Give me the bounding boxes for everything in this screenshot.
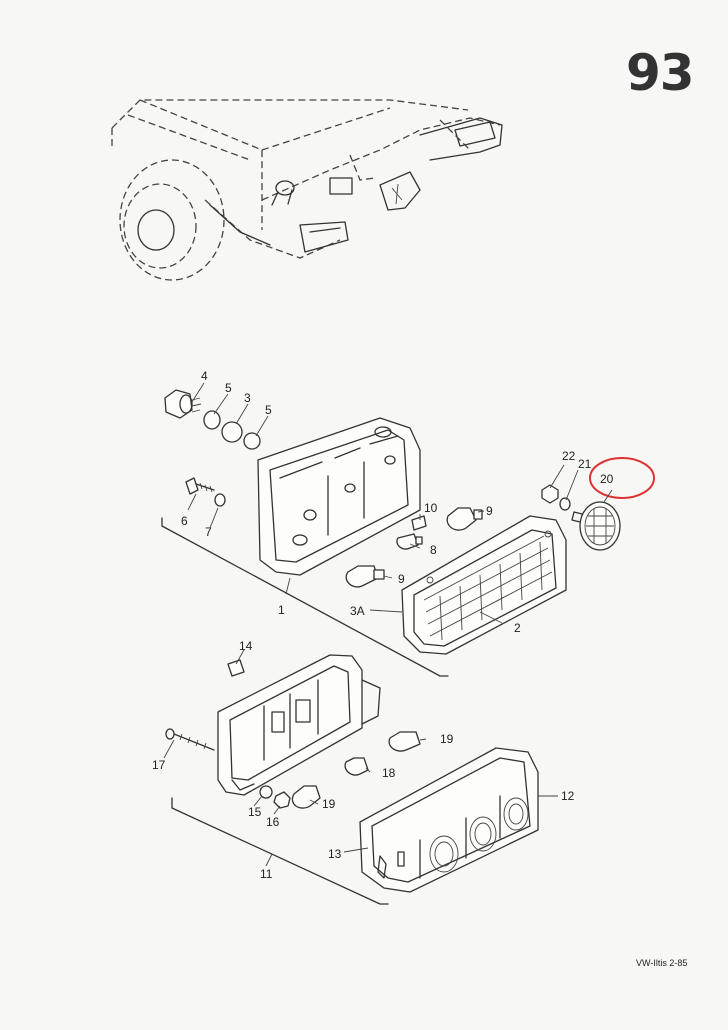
label-21: 21 xyxy=(578,457,592,471)
washer xyxy=(203,410,261,450)
grommet-cap xyxy=(221,421,243,443)
bulb xyxy=(345,507,483,588)
screw-long xyxy=(165,728,215,751)
label-11: 11 xyxy=(260,867,273,881)
screw xyxy=(185,477,215,495)
label-5: 5 xyxy=(225,381,232,395)
bushing xyxy=(227,659,245,677)
label-17: 17 xyxy=(152,758,166,772)
page-number: 93 xyxy=(626,44,695,102)
label-4: 4 xyxy=(201,369,208,383)
label-19: 19 xyxy=(322,797,336,811)
label-8: 8 xyxy=(430,543,437,557)
label-10: 10 xyxy=(424,501,438,515)
bulb xyxy=(291,731,421,809)
highlight-circle xyxy=(589,457,655,499)
label-6: 6 xyxy=(181,514,188,528)
label-7: 7 xyxy=(205,525,212,539)
leader-lines xyxy=(163,382,613,867)
hex-nut xyxy=(273,791,291,809)
label-9: 9 xyxy=(486,504,493,518)
label-14: 14 xyxy=(239,639,253,653)
label-20: 20 xyxy=(600,472,614,486)
label-22: 22 xyxy=(562,449,576,463)
label-15: 15 xyxy=(248,805,262,819)
lock-washer xyxy=(214,493,226,507)
hex-nut xyxy=(541,484,559,504)
upper-assembly-bracket xyxy=(161,517,449,677)
label-16: 16 xyxy=(266,815,280,829)
taillight-housing xyxy=(257,417,421,576)
label-9: 9 xyxy=(398,572,405,586)
label-2: 2 xyxy=(514,621,521,635)
reflector xyxy=(571,501,621,551)
footer-reference: VW-Iltis 2-85 xyxy=(636,958,688,968)
label-13: 13 xyxy=(328,847,342,861)
label-3: 3 xyxy=(244,391,251,405)
label-1: 1 xyxy=(278,603,285,617)
label-19: 19 xyxy=(440,732,454,746)
washer xyxy=(259,785,273,799)
taillight-housing-lower xyxy=(217,654,381,796)
washer xyxy=(559,497,571,511)
label-12: 12 xyxy=(561,789,575,803)
label-18: 18 xyxy=(382,766,396,780)
taillight-lens xyxy=(401,515,567,655)
vehicle-rear-outline xyxy=(111,99,503,281)
taillight-lens-lower xyxy=(359,747,539,893)
label-5: 5 xyxy=(265,403,272,417)
mounting-nut xyxy=(164,389,202,419)
lower-assembly-bracket xyxy=(171,797,389,905)
callout-labels: 4 5 3 5 6 7 1 3A 2 8 10 9 9 22 21 20 14 … xyxy=(152,369,614,881)
label-3a: 3A xyxy=(350,604,365,618)
